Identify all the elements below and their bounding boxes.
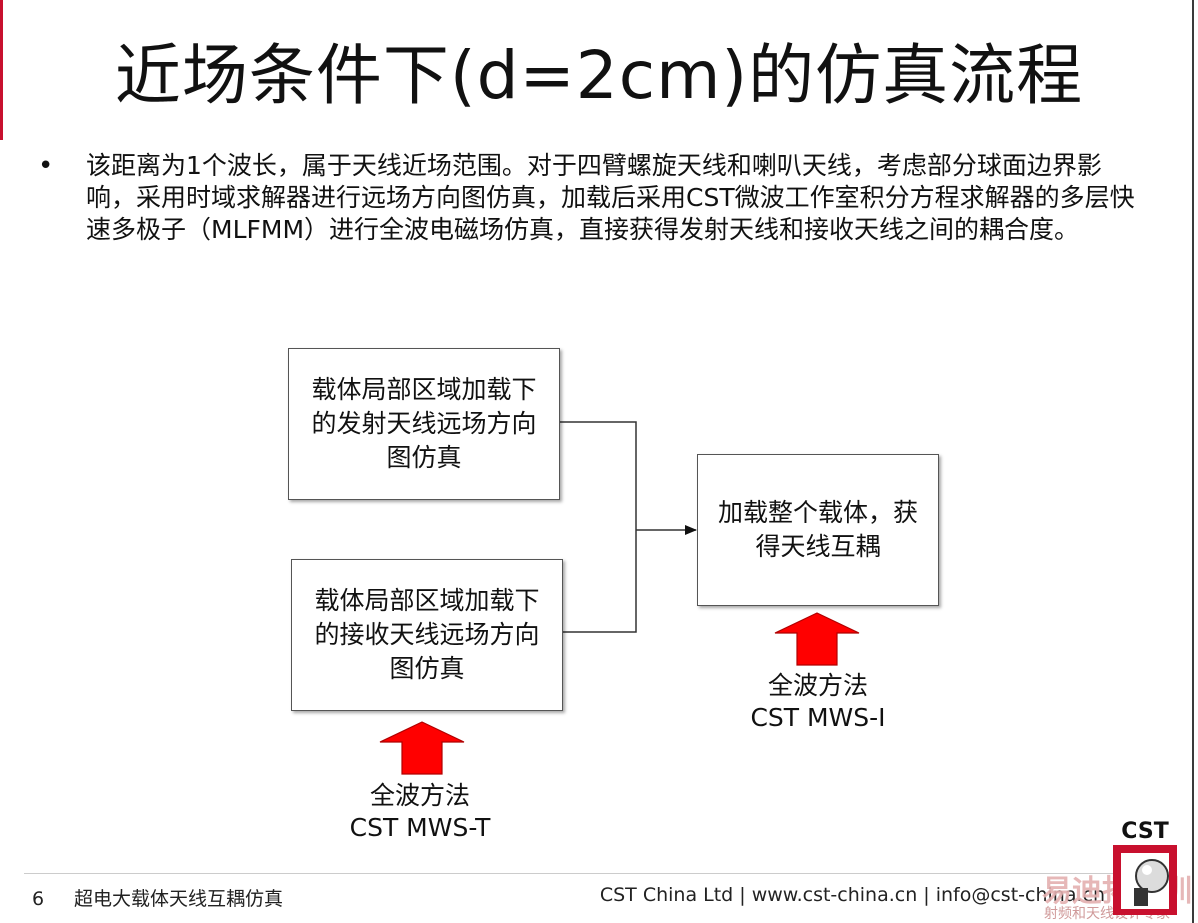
up-arrow-icon (774, 612, 860, 666)
up-arrow-icon (379, 721, 465, 775)
method-label-left: 全波方法 CST MWS-T (320, 780, 520, 844)
bullet-marker: • (38, 151, 54, 181)
cst-logo-icon: CST (1113, 819, 1177, 915)
footer-section-title: 超电大载体天线互耦仿真 (74, 888, 284, 910)
page-number: 6 (32, 888, 45, 910)
method-right-line1: 全波方法 (767, 671, 868, 700)
cst-logo-text: CST (1121, 819, 1168, 844)
method-label-right: 全波方法 CST MWS-I (718, 670, 918, 734)
footer-divider (24, 873, 1124, 874)
right-border-line (1192, 0, 1194, 923)
rx-antenna-simulation-box: 载体局部区域加载下的接收天线远场方向图仿真 (291, 559, 563, 711)
connector-rx (563, 530, 637, 633)
bullet-text: 该距离为1个波长，属于天线近场范围。对于四臂螺旋天线和喇叭天线，考虑部分球面边界… (86, 151, 1135, 244)
coupling-box: 加载整个载体，获得天线互耦 (697, 454, 939, 606)
method-left-line2: CST MWS-T (349, 813, 491, 842)
coupling-box-label: 加载整个载体，获得天线互耦 (717, 498, 918, 561)
rx-box-label: 载体局部区域加载下的接收天线远场方向图仿真 (314, 586, 540, 683)
tx-box-label: 载体局部区域加载下的发射天线远场方向图仿真 (311, 375, 537, 472)
footer-company-info: CST China Ltd | www.cst-china.cn | info@… (599, 884, 1105, 906)
connector-tx (560, 421, 637, 530)
tx-antenna-simulation-box: 载体局部区域加载下的发射天线远场方向图仿真 (288, 348, 560, 500)
slide-title: 近场条件下(d=2cm)的仿真流程 (114, 37, 1084, 114)
method-left-line1: 全波方法 (369, 781, 470, 810)
method-right-line2: CST MWS-I (750, 703, 886, 732)
left-accent-bar (0, 0, 3, 140)
footer-left: 6 超电大载体天线互耦仿真 (32, 884, 283, 911)
